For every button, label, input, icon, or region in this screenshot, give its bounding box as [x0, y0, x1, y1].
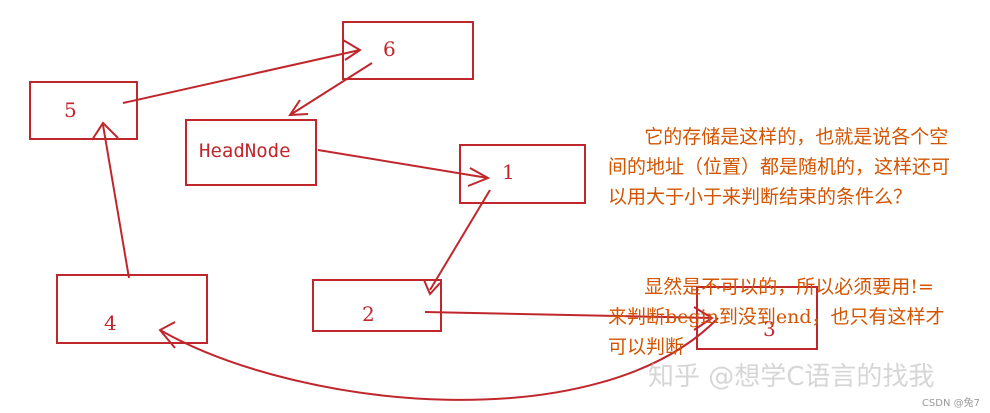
node-label-3: 3: [763, 317, 776, 341]
note-paragraph-1: 它的存储是这样的，也就是说各个空间的地址（位置）都是随机的，这样还可以用大于小于…: [608, 126, 951, 208]
node-box-2: [312, 279, 442, 332]
arrow-3-to-4: [158, 317, 719, 401]
csdn-credit: CSDN @兔7: [921, 398, 980, 409]
explanation-note: 它的存储是这样的，也就是说各个空间的地址（位置）都是随机的，这样还可以用大于小于…: [608, 62, 953, 392]
node-label-2: 2: [362, 302, 375, 326]
node-label-head: HeadNode: [199, 140, 291, 162]
arrow-6-to-head: [288, 62, 373, 117]
node-label-6: 6: [383, 37, 396, 61]
note-paragraph-2: 显然是不可以的，所以必须要用!= 来判断begin到没到end，也只有这样才可以…: [608, 276, 945, 358]
arrow-1-to-2: [423, 189, 491, 296]
arrow-4-to-5: [91, 121, 130, 279]
arrow-2-to-3: [424, 306, 714, 331]
arrow-head-to-1: [317, 149, 491, 187]
zhihu-watermark: 知乎 @想学C语言的找我: [648, 362, 935, 392]
node-label-1: 1: [502, 160, 515, 184]
node-label-5: 5: [64, 98, 77, 122]
node-box-6: [342, 21, 474, 80]
node-box-4: [56, 274, 208, 344]
node-box-5: [29, 81, 138, 140]
arrow-5-to-6: [122, 39, 362, 104]
node-box-head: [185, 119, 317, 186]
node-label-4: 4: [104, 311, 117, 335]
